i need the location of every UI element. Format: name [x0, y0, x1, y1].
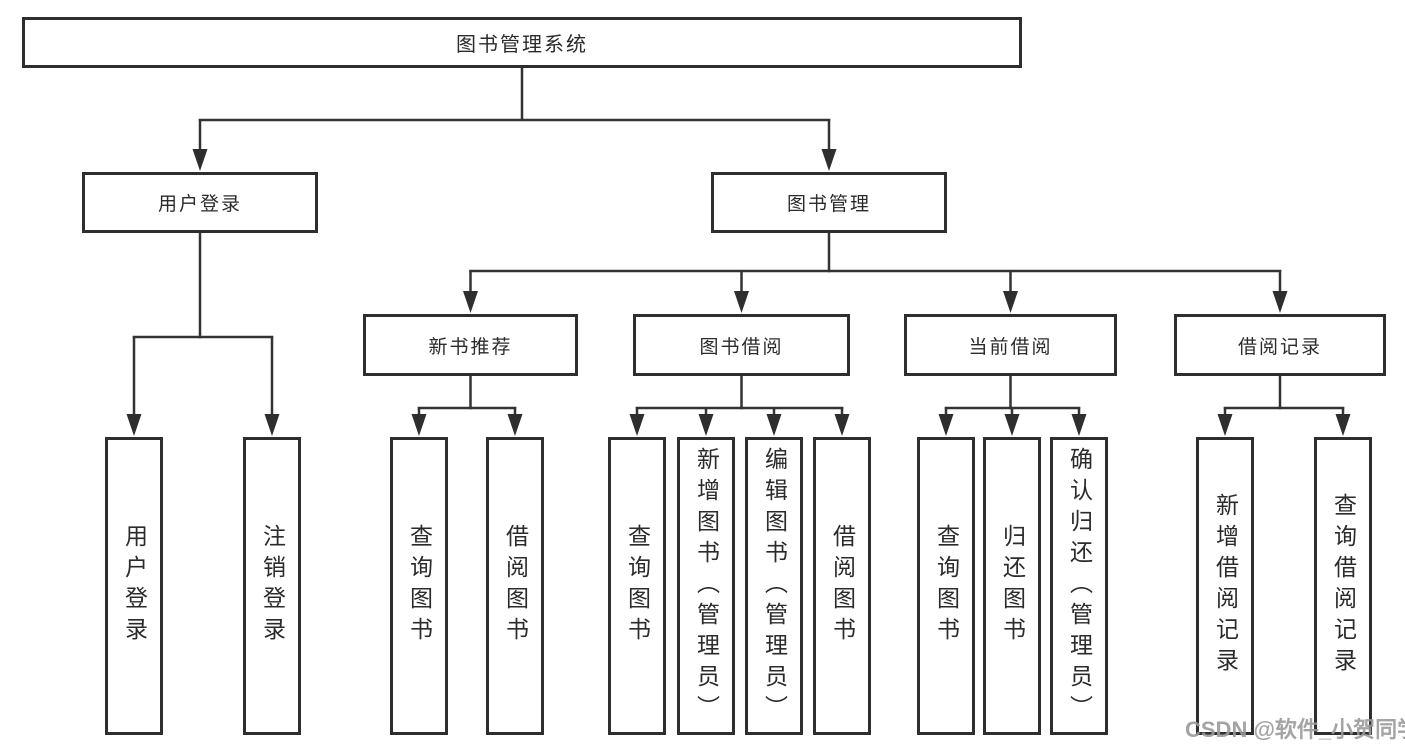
leaf-query-books-current: 查询图书 — [917, 437, 975, 735]
leaf-query-books-recommend-label: 查询图书 — [406, 524, 433, 648]
leaf-query-borrow-record: 查询借阅记录 — [1314, 437, 1372, 735]
leaf-confirm-return-admin: 确认归还（管理员） — [1050, 437, 1108, 735]
leaf-query-books-current-label: 查询图书 — [933, 524, 960, 648]
leaf-borrow-books-recommend-label: 借阅图书 — [502, 524, 529, 648]
leaf-return-books-label: 归还图书 — [999, 524, 1026, 648]
leaf-add-book-admin: 新增图书（管理员） — [677, 437, 735, 735]
node-borrow-records-label: 借阅记录 — [1237, 336, 1322, 358]
leaf-logout: 注销登录 — [243, 437, 301, 735]
leaf-confirm-return-admin-label: 确认归还（管理员） — [1066, 446, 1093, 726]
node-book-management-label: 图书管理 — [786, 194, 871, 215]
leaf-borrow-books-recommend: 借阅图书 — [486, 437, 544, 735]
leaf-user-login-label: 用户登录 — [121, 524, 148, 648]
leaf-add-borrow-record-label: 新增借阅记录 — [1212, 493, 1239, 679]
node-root-label: 图书管理系统 — [456, 34, 588, 56]
node-user-login: 用户登录 — [82, 172, 318, 233]
node-book-management: 图书管理 — [711, 172, 947, 233]
watermark: CSDN @软件_小贺同学 — [1185, 717, 1405, 742]
node-borrow-records: 借阅记录 — [1174, 314, 1386, 376]
node-book-borrow: 图书借阅 — [633, 314, 850, 376]
leaf-return-books: 归还图书 — [983, 437, 1041, 735]
node-current-borrow-label: 当前借阅 — [968, 336, 1053, 358]
leaf-add-book-admin-label: 新增图书（管理员） — [693, 446, 720, 726]
node-current-borrow: 当前借阅 — [904, 314, 1117, 376]
leaf-logout-label: 注销登录 — [259, 524, 286, 648]
node-book-borrow-label: 图书借阅 — [699, 336, 784, 358]
leaf-user-login: 用户登录 — [105, 437, 163, 735]
leaf-edit-book-admin-label: 编辑图书（管理员） — [761, 446, 788, 726]
leaf-edit-book-admin: 编辑图书（管理员） — [745, 437, 803, 735]
node-new-book-recommend: 新书推荐 — [363, 314, 578, 376]
arrow-down-icons — [126, 149, 1351, 436]
node-new-book-recommend-label: 新书推荐 — [428, 336, 513, 358]
node-user-login-label: 用户登录 — [157, 194, 242, 215]
leaf-query-borrow-record-label: 查询借阅记录 — [1330, 493, 1357, 679]
leaf-query-books-recommend: 查询图书 — [390, 437, 448, 735]
leaf-query-books-borrow: 查询图书 — [608, 437, 666, 735]
leaf-add-borrow-record: 新增借阅记录 — [1196, 437, 1254, 735]
leaf-query-books-borrow-label: 查询图书 — [624, 524, 651, 648]
leaf-borrow-books: 借阅图书 — [813, 437, 871, 735]
leaf-borrow-books-label: 借阅图书 — [829, 524, 856, 648]
node-root-system: 图书管理系统 — [22, 17, 1022, 68]
